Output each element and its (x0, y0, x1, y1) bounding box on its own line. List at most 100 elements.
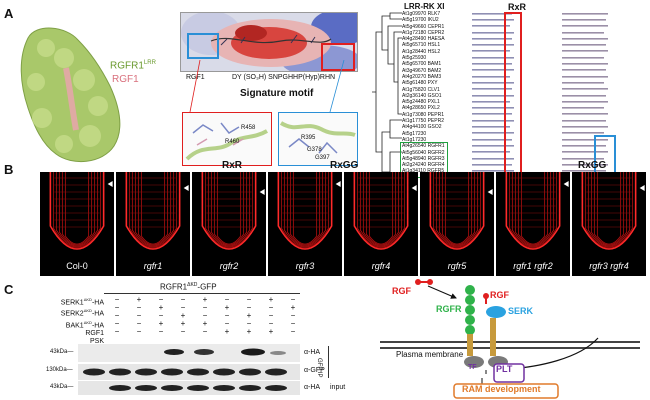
condition-sign: − (224, 295, 230, 304)
blot-gfp-ip (78, 364, 300, 380)
root-tip-image (429, 172, 493, 250)
meristem-boundary-marker-icon (639, 185, 645, 191)
root-panel-label: rgfr3 (295, 261, 315, 271)
condition-sign: + (268, 327, 274, 336)
root-panel-label: rgfr1 (143, 261, 163, 271)
gene-row: At1g17750 PEPR2 (402, 118, 444, 125)
ram-box (453, 383, 559, 399)
gene-row-rgfr: At5g48940 RGFR3 (402, 155, 445, 162)
condition-sign: − (114, 311, 120, 320)
diagram-label-membrane: Plasma membrane (396, 350, 464, 359)
root-panel: rgfr5 (420, 172, 494, 276)
root-tip-image (505, 172, 569, 250)
gene-row: At5g19700 IKU2 (402, 17, 439, 24)
condition-sign: + (290, 303, 296, 312)
condition-labels: SERK1ΔKD-HA SERK2ΔKD-HA BAK1ΔKD-HA RGF1 … (30, 296, 104, 346)
condition-sign: − (224, 311, 230, 320)
row-label-bak1: BAK1ΔKD-HA (65, 319, 104, 329)
alignment-column-1 (470, 11, 518, 175)
root-panel-label: rgfr5 (447, 261, 467, 271)
root-tip-image (125, 172, 189, 250)
rgf-ligand-left-icon (415, 279, 433, 285)
meristem-boundary-marker-icon (183, 185, 189, 191)
gene-row: At4g44100 GSO2 (402, 124, 442, 131)
root-tip-image (201, 172, 265, 250)
row-label-psk: PSK (89, 337, 104, 345)
condition-sign: − (202, 311, 208, 320)
label-rgfr1: RGFR1LRR (110, 60, 156, 72)
condition-sign: + (246, 327, 252, 336)
ip-bracket (325, 346, 329, 378)
electrostatic-surface-image (180, 12, 358, 72)
alignment-column-2 (560, 11, 612, 175)
root-panel: rgfr3 rgfr4 (572, 172, 646, 276)
panel-b-label: B (4, 162, 14, 177)
condition-sign: + (180, 319, 186, 328)
gene-row: At1g17230 (402, 136, 427, 143)
gene-row: At1g09970 RLK7 (402, 11, 441, 17)
panel-a-label: A (4, 6, 14, 21)
condition-sign: − (246, 295, 252, 304)
gene-row: At1g72180 CEPR2 (402, 29, 445, 36)
diagram-label-serk: SERK (508, 306, 534, 316)
diagram-label-rgf-left: RGF (392, 286, 411, 296)
panel-c-label: C (4, 282, 14, 297)
condition-sign: − (202, 327, 208, 336)
phylogenetic-tree (372, 12, 402, 177)
condition-sign: + (136, 295, 142, 304)
condition-sign: − (224, 319, 230, 328)
root-tip-image (277, 172, 341, 250)
condition-sign: − (180, 327, 186, 336)
root-panel: rgfr2 (192, 172, 266, 276)
diagram-label-tf: TF (468, 364, 477, 371)
condition-sign: − (158, 327, 164, 336)
meristem-boundary-marker-icon (259, 189, 265, 195)
gene-row: At5g49660 CEPR1 (402, 23, 445, 30)
input-label: input (330, 384, 346, 391)
condition-sign: − (268, 303, 274, 312)
residue-g378: G378 (307, 147, 322, 153)
residue-g397: G397 (315, 155, 330, 161)
root-panel: rgfr4 (344, 172, 418, 276)
meristem-boundary-marker-icon (411, 185, 417, 191)
condition-sign: − (158, 311, 164, 320)
zoom-box-blue: R395 G378 G397 (278, 112, 358, 166)
gene-row: At1g73080 PEPR1 (402, 111, 444, 118)
blot-label-2: α-GFP (304, 367, 325, 374)
blot-label-1: α-HA (304, 349, 321, 356)
root-tip-image (49, 172, 113, 250)
root-panel: rgfr1 rgfr2 (496, 172, 570, 276)
header-rxgg-1: RxGG (330, 160, 359, 171)
surface-caption-sequence: DY (SO₃H) SNPGHHP(Hyp)RHN (232, 74, 336, 81)
blot-ha-input (78, 381, 300, 395)
condition-sign: + (224, 327, 230, 336)
protein-structure-image (6, 18, 136, 168)
condition-sign: − (268, 319, 274, 328)
root-panel-label: Col-0 (66, 261, 88, 271)
gene-row: At3g49670 BAM2 (402, 67, 442, 74)
condition-sign: − (290, 327, 296, 336)
condition-sign: + (158, 303, 164, 312)
meristem-boundary-marker-icon (487, 189, 493, 195)
condition-sign: + (224, 303, 230, 312)
mw-marker-2: 130kDa— (46, 367, 73, 373)
condition-sign: − (246, 319, 252, 328)
gene-row: At4g28490 HAESA (402, 36, 445, 43)
rxr-header-a: RxR (508, 2, 527, 12)
diagram-label-ram: RAM development (462, 384, 541, 394)
tree-title: LRR-RK XI (404, 2, 445, 11)
meristem-boundary-marker-icon (335, 181, 341, 187)
diagram-label-rgfr: RGFR (436, 304, 462, 314)
highlight-box-blue (187, 33, 219, 59)
mw-marker-3: 43kDa— (50, 384, 74, 390)
residue-r458: R458 (241, 125, 256, 131)
condition-sign: + (158, 319, 164, 328)
condition-sign: − (136, 319, 142, 328)
condition-sign: − (114, 319, 120, 328)
diagram-label-rgf-right: RGF (490, 290, 509, 300)
header-rxr: RxR (222, 160, 243, 171)
signaling-diagram (380, 279, 640, 399)
gene-list: At1g09970 RLK7 At5g19700 IKU2 At5g49660 … (402, 11, 445, 175)
meristem-boundary-marker-icon (563, 181, 569, 187)
condition-sign: + (180, 311, 186, 320)
